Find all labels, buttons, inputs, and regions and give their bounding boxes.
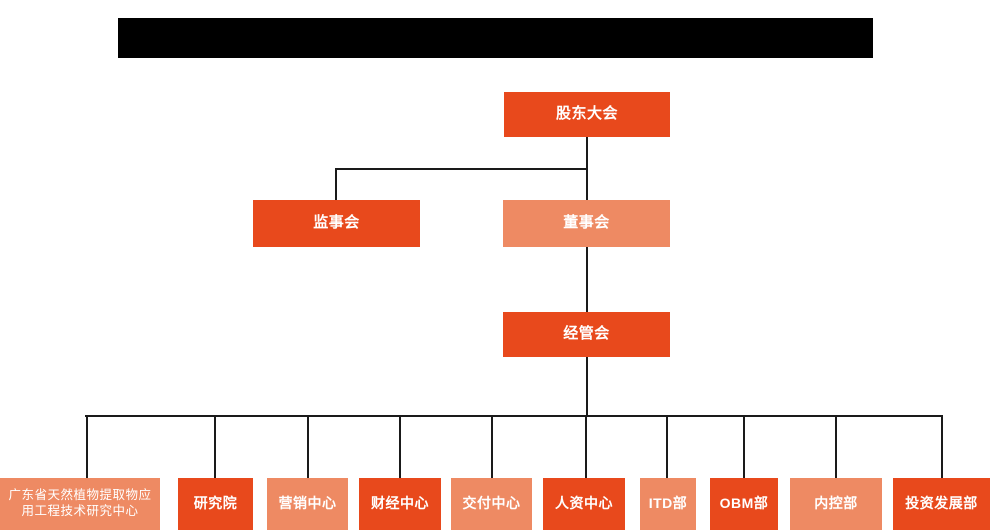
node-label: OBM部 (719, 495, 769, 512)
node-label: 监事会 (313, 214, 360, 232)
connector-supervisors-drop (335, 168, 337, 200)
node-itd-department[interactable]: ITD部 (640, 478, 696, 530)
connector-drop-investment-development-department (941, 415, 943, 478)
node-internal-control-department[interactable]: 内控部 (790, 478, 882, 530)
node-delivery-center[interactable]: 交付中心 (451, 478, 532, 530)
node-label: 交付中心 (462, 495, 521, 512)
node-management-committee[interactable]: 经管会 (503, 312, 670, 357)
connector-drop-obm-department (743, 415, 745, 478)
node-label: 广东省天然植物提取物应用工程技术研究中心 (8, 488, 152, 518)
node-label: 研究院 (193, 495, 238, 512)
node-label: 人资中心 (555, 495, 613, 512)
connector-management-down (586, 357, 588, 415)
connector-drop-research-institute (214, 415, 216, 478)
connector-drop-marketing-center (307, 415, 309, 478)
title-banner (118, 18, 873, 58)
connector-directors-down (586, 247, 588, 312)
node-label: 财经中心 (371, 495, 429, 512)
connector-supervisors-directors-bus (335, 168, 587, 170)
connector-shareholders-down (586, 137, 588, 200)
connector-drop-itd-department (666, 415, 668, 478)
node-label: 经管会 (563, 325, 610, 343)
connector-drop-internal-control-department (835, 415, 837, 478)
node-label: ITD部 (648, 495, 688, 512)
connector-drop-delivery-center (491, 415, 493, 478)
node-board-of-supervisors[interactable]: 监事会 (253, 200, 420, 247)
node-label: 营销中心 (278, 495, 337, 512)
node-label: 董事会 (563, 214, 610, 232)
node-guangdong-research-center[interactable]: 广东省天然植物提取物应用工程技术研究中心 (0, 478, 160, 530)
node-research-institute[interactable]: 研究院 (178, 478, 253, 530)
node-label: 内控部 (814, 495, 858, 512)
connector-drop-guangdong-research-center (86, 415, 88, 478)
node-marketing-center[interactable]: 营销中心 (267, 478, 348, 530)
node-hr-center[interactable]: 人资中心 (543, 478, 625, 530)
connector-drop-hr-center (585, 415, 587, 478)
node-investment-development-department[interactable]: 投资发展部 (893, 478, 990, 530)
connector-drop-finance-center (399, 415, 401, 478)
node-board-of-directors[interactable]: 董事会 (503, 200, 670, 247)
node-finance-center[interactable]: 财经中心 (359, 478, 441, 530)
node-label: 股东大会 (555, 105, 618, 123)
node-label: 投资发展部 (905, 495, 978, 512)
node-shareholders-meeting[interactable]: 股东大会 (504, 92, 670, 137)
connector-level4-bus (85, 415, 943, 417)
node-obm-department[interactable]: OBM部 (710, 478, 778, 530)
